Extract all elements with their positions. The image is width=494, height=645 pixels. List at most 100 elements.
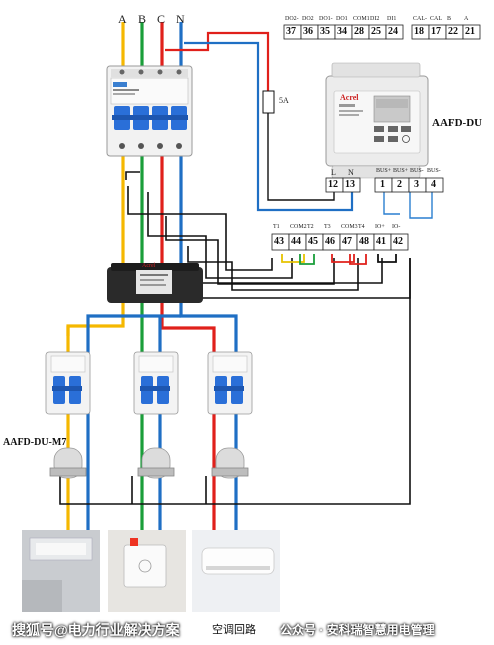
sensor-terminal-num-43: 43 [274,236,284,247]
aafd-m7-base-3 [211,467,249,477]
branch-breakers [45,351,253,479]
terminal-label-7: CAL- [413,16,427,22]
bus-terminal-4 [425,177,444,193]
circuit-label: 空调回路 [212,624,256,636]
sensor-terminal-num-41: 41 [376,236,386,247]
signal-wire-bus [59,258,411,505]
terminal-num-22: 22 [448,26,458,37]
bus-wire-b [409,192,433,219]
watermark-left: 搜狐号@电力行业解决方案 [12,622,180,638]
terminal-label-9: B [447,16,452,22]
bus-label-2: BUS- [410,168,424,174]
main-breaker[interactable] [106,65,193,157]
terminal-label-8: CAL [430,16,442,22]
signal-wire-t2 [147,192,293,279]
sensor-terminal-num-44: 44 [291,236,301,247]
terminal-label-4: COM1 [353,16,370,22]
bus-terminal-num-1: 1 [380,179,385,190]
terminal-num-28: 28 [354,26,364,37]
sensor-loop-yellow [281,254,305,263]
sensor-terminal-num-46: 46 [325,236,335,247]
terminal-label-0: DO2- [285,16,299,22]
terminal-blocks [271,24,481,251]
sensor-brand: Acrel [142,263,156,269]
sensor-loop-io [377,254,397,263]
wire-phase-c-out [160,146,216,532]
sensor-terminal-num-48: 48 [359,236,369,247]
sensor-label-2: T2 [307,224,314,230]
signal-wire-t1 [127,186,273,271]
terminal-num-35: 35 [320,26,330,37]
sensor-label-5: T4 [358,224,365,230]
device-name: AAFD-DU [432,117,483,129]
power-label-1: N [348,168,354,177]
terminal-num-17: 17 [431,26,441,37]
watermark-right: 公众号 · 安科瑞智慧用电管理 [280,623,435,637]
sensor-terminal-num-45: 45 [308,236,318,247]
power-terminal-num-13: 13 [345,179,355,190]
signal-wire-t4 [187,246,359,291]
phase-label-c: C [157,12,166,26]
terminal-label-1: DO2 [302,16,314,22]
terminal-num-36: 36 [303,26,313,37]
signal-wires [59,171,433,505]
wire-neutral-branch-1 [86,314,181,532]
bus-label-3: BUS- [427,168,441,174]
wire-phase-a-out [66,146,125,532]
wire-live-to-fuse [165,31,270,91]
signal-wire-1 [125,171,140,180]
aafd-m7-base-1 [49,467,87,477]
terminal-label-3: DO1 [336,16,348,22]
phase-label-a: A [118,12,127,26]
branch-breaker-bar-1 [52,386,82,391]
terminal-label-10: A [464,16,469,22]
signal-wire-io1 [203,258,383,284]
load-air-conditioner [192,530,280,612]
power-label-0: L [331,168,336,177]
sensor-terminal-42 [390,233,409,251]
fuse [262,90,275,114]
terminal-num-34: 34 [337,26,347,37]
sensor-loop-red [331,254,355,263]
sensor-label-4: COM3 [341,224,358,230]
terminal-label-2: DO1- [319,16,333,22]
sensor-label-7: IO- [392,224,401,230]
terminal-box-21 [462,24,481,40]
branch-breaker-label-1 [50,355,86,373]
branch-module-name: AAFD-DU-M7 [3,437,67,448]
terminal-num-37: 37 [286,26,296,37]
phase-label-b: B [138,12,147,26]
bus-terminal-num-2: 2 [397,179,402,190]
terminal-num-25: 25 [371,26,381,37]
current-sensor [107,263,203,303]
bus-wire-a [383,192,400,215]
terminal-num-21: 21 [465,26,475,37]
branch-breaker-bar-3 [214,386,244,391]
bus-label-0: BUS+ [376,168,392,174]
bus-terminal-num-3: 3 [414,179,419,190]
aafd-du-device [325,62,429,179]
sensor-loop-green [299,254,315,265]
main-phase-wires [66,22,354,532]
terminal-box-24 [385,24,404,40]
wire-neutral-out [179,146,238,532]
bus-terminal-num-4: 4 [431,179,436,190]
terminal-label-5: DI2 [370,16,380,22]
sensor-terminal-num-47: 47 [342,236,352,247]
sensor-label-3: T3 [324,224,331,230]
sensor-label-0: T1 [273,224,280,230]
bus-label-1: BUS+ [393,168,409,174]
branch-breaker-label-3 [212,355,248,373]
branch-breaker-bar-2 [140,386,170,391]
branch-breaker-label-2 [138,355,174,373]
fuse-label: 5A [279,96,289,105]
load-socket [108,530,186,612]
power-terminal-13 [342,177,361,193]
wire-fuse-to-l [267,113,335,201]
sensor-terminal-num-42: 42 [393,236,403,247]
phase-label-n: N [176,12,185,26]
load-ceiling-light [22,530,100,612]
terminal-num-24: 24 [388,26,398,37]
sensor-loop-red-2 [349,254,367,265]
